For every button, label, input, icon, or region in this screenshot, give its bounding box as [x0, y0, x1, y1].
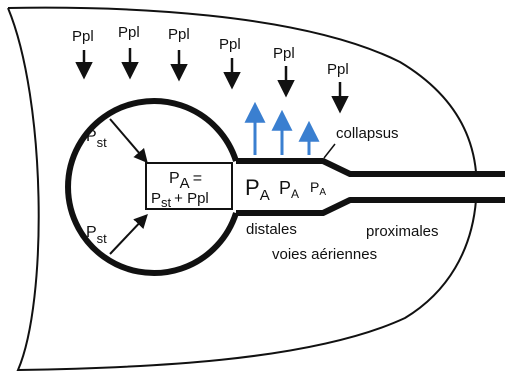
pa-label-large: PA [245, 175, 270, 204]
recoil-arrows [110, 119, 146, 254]
chest-wall-outline [8, 8, 476, 370]
distales-label: distales [246, 221, 297, 238]
pa-label-medium: PA [279, 178, 299, 201]
ppl-label-6: Ppl [327, 61, 349, 78]
voies-aeriennes-label: voies aériennes [272, 246, 377, 263]
ppl-label-1: Ppl [72, 28, 94, 45]
pleural-pressure-arrows [84, 48, 340, 110]
pst-label-top: Pst [86, 128, 107, 150]
ppl-label-5: Ppl [273, 45, 295, 62]
collapsus-label: collapsus [336, 125, 399, 142]
airway-pressure-arrows [255, 106, 309, 155]
pa-label-small: PA [310, 179, 326, 198]
collapsus-pointer [324, 144, 335, 158]
proximales-label: proximales [366, 223, 439, 240]
pst-arrow-bottom [110, 216, 146, 254]
ppl-label-2: Ppl [118, 24, 140, 41]
pst-arrow-top [110, 119, 146, 161]
ppl-label-3: Ppl [168, 26, 190, 43]
ppl-label-4: Ppl [219, 36, 241, 53]
